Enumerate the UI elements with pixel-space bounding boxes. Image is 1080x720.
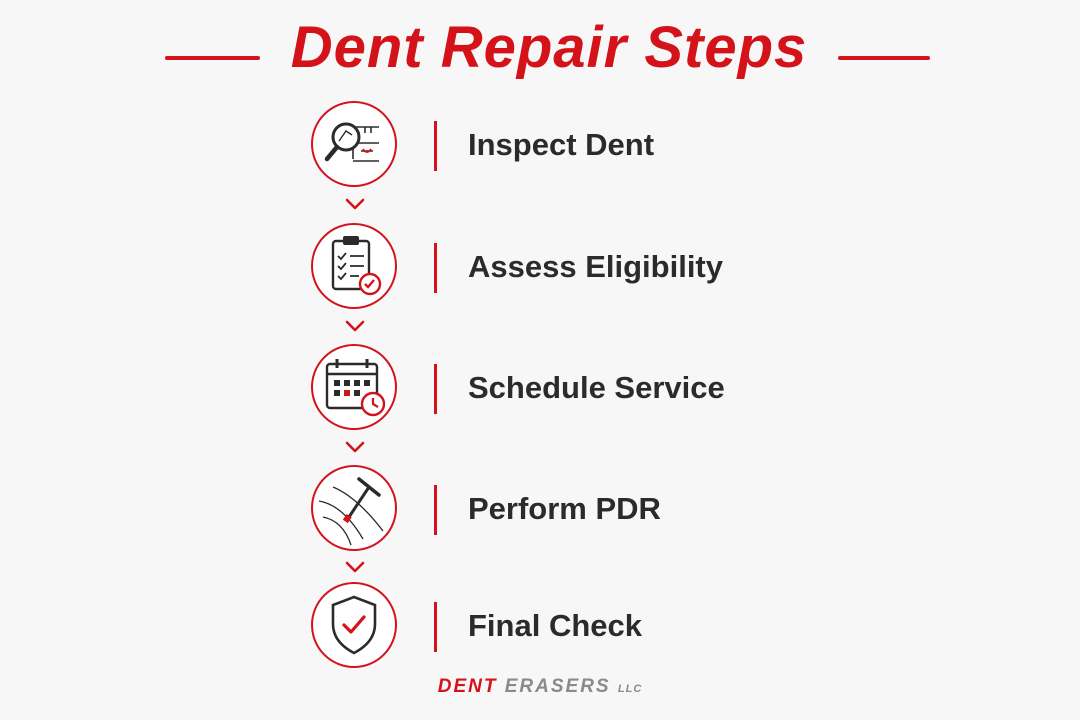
title-line-right: [838, 56, 930, 60]
clipboard-check-icon: [331, 236, 382, 296]
chevron-down-icon: [345, 561, 365, 573]
step-perform-pdr: Perform PDR: [0, 463, 1080, 553]
brand-name-part2: ERASERS: [504, 676, 611, 697]
step-icon-circle: [311, 223, 397, 309]
step-assess-eligibility: Assess Eligibility: [0, 221, 1080, 311]
brand-logo: DENT ERASERS LLC: [0, 676, 1080, 698]
step-icon-circle: [311, 582, 397, 668]
calendar-clock-icon: [325, 359, 386, 417]
brand-suffix: LLC: [617, 683, 643, 695]
step-label: Inspect Dent: [468, 127, 655, 162]
chevron-down-icon: [345, 320, 365, 332]
step-divider: [434, 121, 437, 171]
title-line-left: [165, 56, 260, 60]
brand-name-part1: DENT: [437, 676, 498, 697]
dent-puller-icon: [318, 477, 384, 546]
step-schedule-service: Schedule Service: [0, 342, 1080, 432]
step-label: Assess Eligibility: [468, 249, 723, 284]
title-row: Dent Repair Steps: [0, 10, 1080, 90]
magnifier-car-icon: [324, 122, 379, 162]
step-icon-circle: [311, 101, 397, 187]
step-final-check: Final Check: [0, 580, 1080, 670]
chevron-down-icon: [345, 198, 365, 210]
step-divider: [434, 243, 437, 293]
page-title: Dent Repair Steps: [290, 15, 808, 80]
shield-check-icon: [331, 595, 377, 655]
step-label: Schedule Service: [468, 370, 725, 405]
step-divider: [434, 364, 437, 414]
step-inspect-dent: Inspect Dent: [0, 99, 1080, 189]
step-icon-circle: [311, 344, 397, 430]
step-divider: [434, 485, 437, 535]
chevron-down-icon: [345, 441, 365, 453]
step-label: Perform PDR: [468, 491, 661, 526]
step-divider: [434, 602, 437, 652]
step-label: Final Check: [468, 608, 642, 643]
step-icon-circle: [311, 465, 397, 551]
